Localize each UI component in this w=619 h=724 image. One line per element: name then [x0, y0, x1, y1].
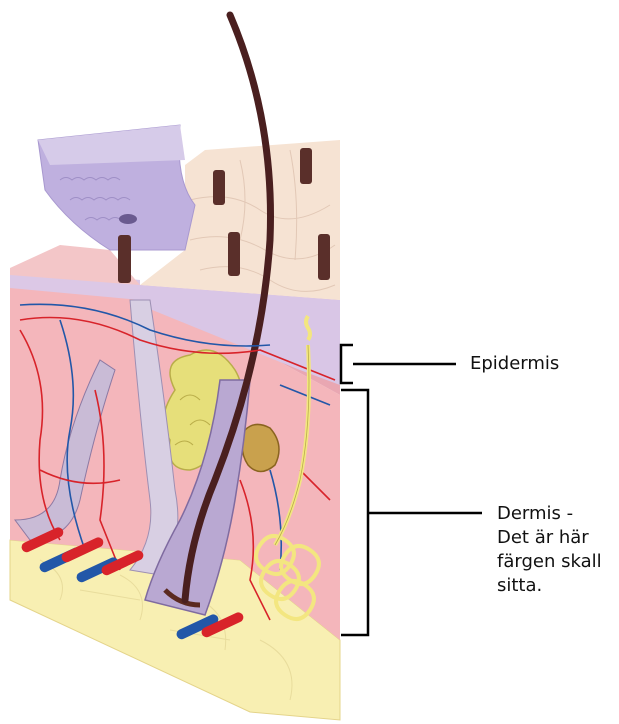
dermis-label-line: Det är här — [497, 526, 617, 550]
epidermis-bracket — [341, 345, 456, 383]
dermis-bracket — [341, 390, 482, 635]
dermis-label-line: färgen skall — [497, 550, 617, 574]
flap-top-face — [38, 125, 185, 165]
pore-hole — [119, 214, 137, 224]
epidermis-label: Epidermis — [470, 352, 559, 376]
sweat-gland-pore-icon — [242, 424, 279, 471]
dermis-label-line: Dermis - — [497, 502, 617, 526]
dermis-label-line: sitta. — [497, 574, 617, 598]
dermis-label: Dermis - Det är här färgen skall sitta. — [497, 502, 617, 598]
